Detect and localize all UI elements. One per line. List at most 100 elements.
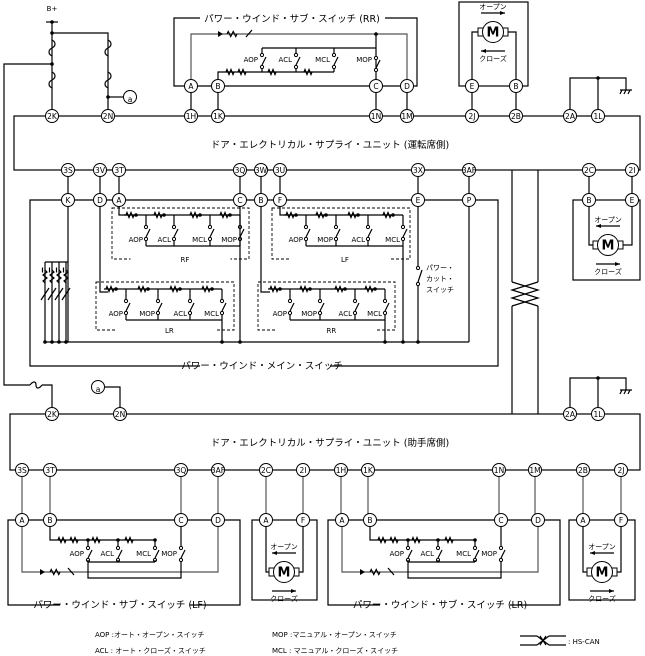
junction-dot: [50, 31, 54, 35]
switch-label-3: MOP: [221, 236, 237, 244]
pin-circle: [112, 193, 126, 207]
legend-mop: MOP :マニュアル・オープン・スイッチ: [272, 631, 397, 639]
pin-circle: [174, 463, 188, 477]
pin-label: E: [470, 82, 475, 91]
pin-label: E: [416, 196, 421, 205]
driver-unit-title: ドア・エレクトリカル・サプライ・ユニット (運転席側): [211, 139, 449, 151]
pin-label: C: [178, 516, 183, 525]
switch-contact: [123, 298, 129, 304]
pin-label: A: [116, 196, 122, 205]
arrow-right-icon: [609, 589, 614, 593]
pin-circle: [273, 193, 287, 207]
pin-label: 2K: [47, 410, 58, 419]
window-motor: M: [268, 561, 300, 583]
pin-label: D: [404, 82, 410, 91]
junction-dot: [114, 287, 118, 291]
pin-circle: [591, 407, 605, 421]
resistor-icon: [137, 284, 147, 294]
b-plus-label: B+: [47, 5, 58, 13]
switch-contact: [155, 298, 161, 304]
pin-label: 2B: [578, 466, 588, 475]
pin-circle: [531, 513, 545, 527]
pin-label: 3AF: [211, 466, 225, 475]
connector-pin: 2A: [563, 109, 577, 123]
wire: [99, 200, 108, 293]
power-cut-label: カット・: [426, 275, 454, 283]
switch-icon: [407, 549, 413, 559]
pin-circle: [614, 513, 628, 527]
pin-circle: [576, 513, 590, 527]
connector-pin: F: [296, 513, 310, 527]
connector-pin: 2N: [113, 407, 127, 421]
pin-circle: [400, 79, 414, 93]
label-bg: [291, 254, 391, 265]
wire: [623, 200, 633, 246]
connector-pin: K: [61, 193, 75, 207]
junction-a-label: a: [128, 95, 133, 104]
arrow-left-icon: [590, 551, 595, 555]
switch-label-0: AOP: [390, 550, 404, 558]
junction-dot: [134, 213, 138, 217]
pin-label: A: [580, 516, 586, 525]
switch-contact: [317, 298, 323, 304]
pin-label: 2I: [300, 466, 307, 475]
window-motor: M: [477, 21, 509, 43]
switch-icon: [117, 549, 123, 559]
pin-label: 1M: [529, 466, 540, 475]
junction-a-label: a: [96, 385, 101, 394]
switch-icon: [500, 549, 506, 559]
pin-circle: [492, 463, 506, 477]
switch-icon: [189, 302, 195, 312]
pin-circle: [93, 193, 107, 207]
pin-label: F: [619, 516, 623, 525]
connector-pin: D: [93, 193, 107, 207]
connector-pin: P: [462, 193, 476, 207]
pin-label: 1N: [494, 466, 504, 475]
switch-contact: [187, 310, 193, 316]
resistor-icon: [105, 284, 115, 294]
switch-contact: [143, 236, 149, 242]
window-motor: M: [592, 234, 624, 256]
switch-contact: [178, 557, 184, 563]
switch-label-2: ACL: [339, 310, 353, 318]
driver-door-supply-unit: [13, 115, 641, 171]
connector-pin: F: [614, 513, 628, 527]
connector-pin: E: [411, 193, 425, 207]
pin-circle: [614, 463, 628, 477]
connector-pin: A: [112, 193, 126, 207]
resistor-icon: [382, 210, 392, 220]
pin-circle: [61, 163, 75, 177]
junction-dot: [596, 376, 600, 380]
pin-label: C: [373, 82, 378, 91]
motor-symbol: M: [278, 566, 291, 581]
switch-contact: [143, 224, 149, 230]
switch-icon: [261, 56, 267, 66]
pin-label: B: [47, 516, 52, 525]
passenger-door-supply-unit: [9, 413, 641, 471]
pin-circle: [254, 163, 268, 177]
pin-circle: [334, 463, 348, 477]
arrow-right-icon: [615, 262, 620, 266]
wire: [617, 520, 622, 573]
diode-icon: [40, 569, 45, 575]
connector-pin: B: [509, 79, 523, 93]
junction-dot: [596, 76, 600, 80]
pin-label: 3T: [114, 166, 124, 175]
switch-contact: [207, 224, 213, 230]
pin-label: 1M: [401, 112, 412, 121]
hs-can-twist-icon: [509, 281, 541, 307]
pin-label: 1L: [594, 112, 604, 121]
junction-dot: [210, 287, 214, 291]
resistor-icon: [124, 535, 134, 545]
pin-label: A: [19, 516, 25, 525]
junction-dot: [50, 62, 54, 66]
variable-resistor-icon: [40, 287, 50, 301]
motor-icon: [591, 561, 613, 583]
pin-circle: [211, 513, 225, 527]
switch-contact: [259, 64, 265, 70]
switch-label-3: MCL: [204, 310, 219, 318]
junction-dot: [228, 213, 232, 217]
switch-contact: [415, 265, 421, 271]
junction-dot: [356, 213, 360, 217]
pin-circle: [273, 163, 287, 177]
